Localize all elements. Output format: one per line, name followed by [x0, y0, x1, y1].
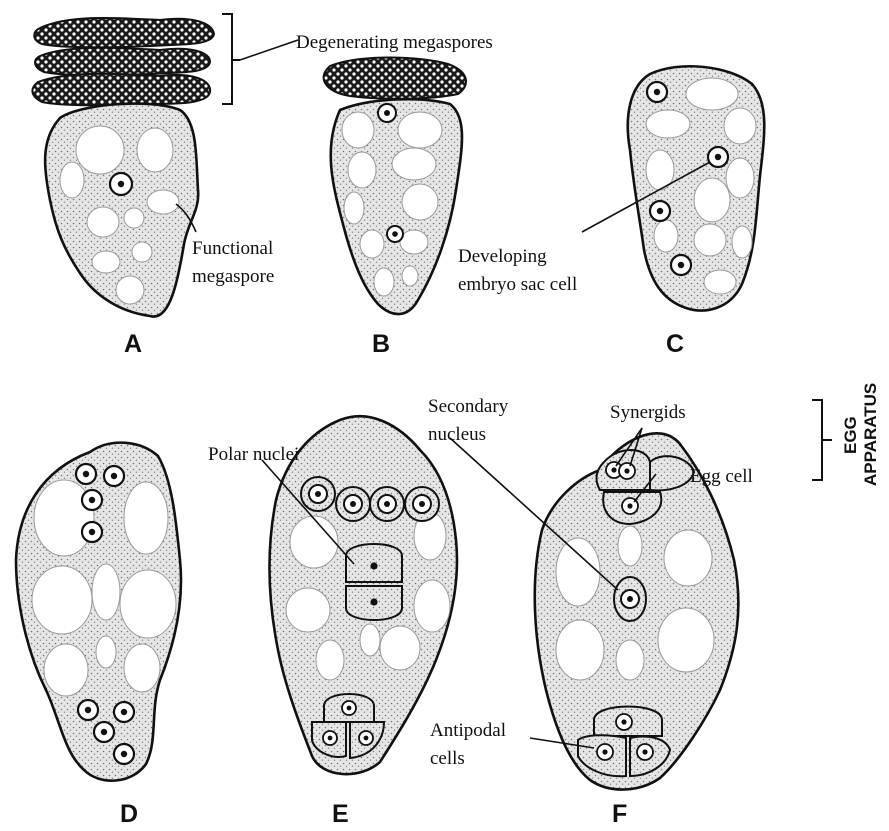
panel-f — [535, 400, 832, 790]
label-egg-cell: Egg cell — [690, 466, 753, 487]
label-antipodal: Antipodal — [430, 720, 506, 741]
nucleus — [110, 173, 132, 195]
polar-nuclei-cells — [346, 544, 402, 620]
megaspore-bracket — [222, 14, 240, 104]
label-apparatus: APPARATUS — [861, 383, 880, 486]
label-embryo-sac-cell: embryo sac cell — [458, 274, 577, 295]
secondary-nucleus — [614, 577, 646, 621]
panel-e — [262, 416, 457, 774]
stage-letter-b: B — [372, 330, 390, 358]
label-developing: Developing — [458, 246, 547, 267]
label-egg: EGG — [841, 416, 860, 454]
degenerating-megaspores — [32, 18, 214, 105]
stage-letter-c: C — [666, 330, 684, 358]
egg-apparatus-bracket — [812, 400, 832, 480]
stage-letter-a: A — [124, 330, 142, 358]
panel-b — [324, 58, 466, 315]
panel-c — [628, 66, 764, 310]
label-degenerating-megaspores: Degenerating megaspores — [296, 32, 493, 53]
panel-d — [16, 443, 181, 781]
degenerating-megaspore-b — [324, 58, 466, 99]
label-cells: cells — [430, 748, 465, 769]
stage-letter-f: F — [612, 800, 627, 828]
stage-letter-e: E — [332, 800, 349, 828]
label-polar-nuclei: Polar nuclei — [208, 444, 299, 465]
label-nucleus: nucleus — [428, 424, 486, 445]
label-megaspore: megaspore — [192, 266, 274, 287]
label-synergids: Synergids — [610, 402, 686, 423]
label-secondary: Secondary — [428, 396, 509, 417]
stage-letter-d: D — [120, 800, 138, 828]
label-functional: Functional — [192, 238, 273, 259]
